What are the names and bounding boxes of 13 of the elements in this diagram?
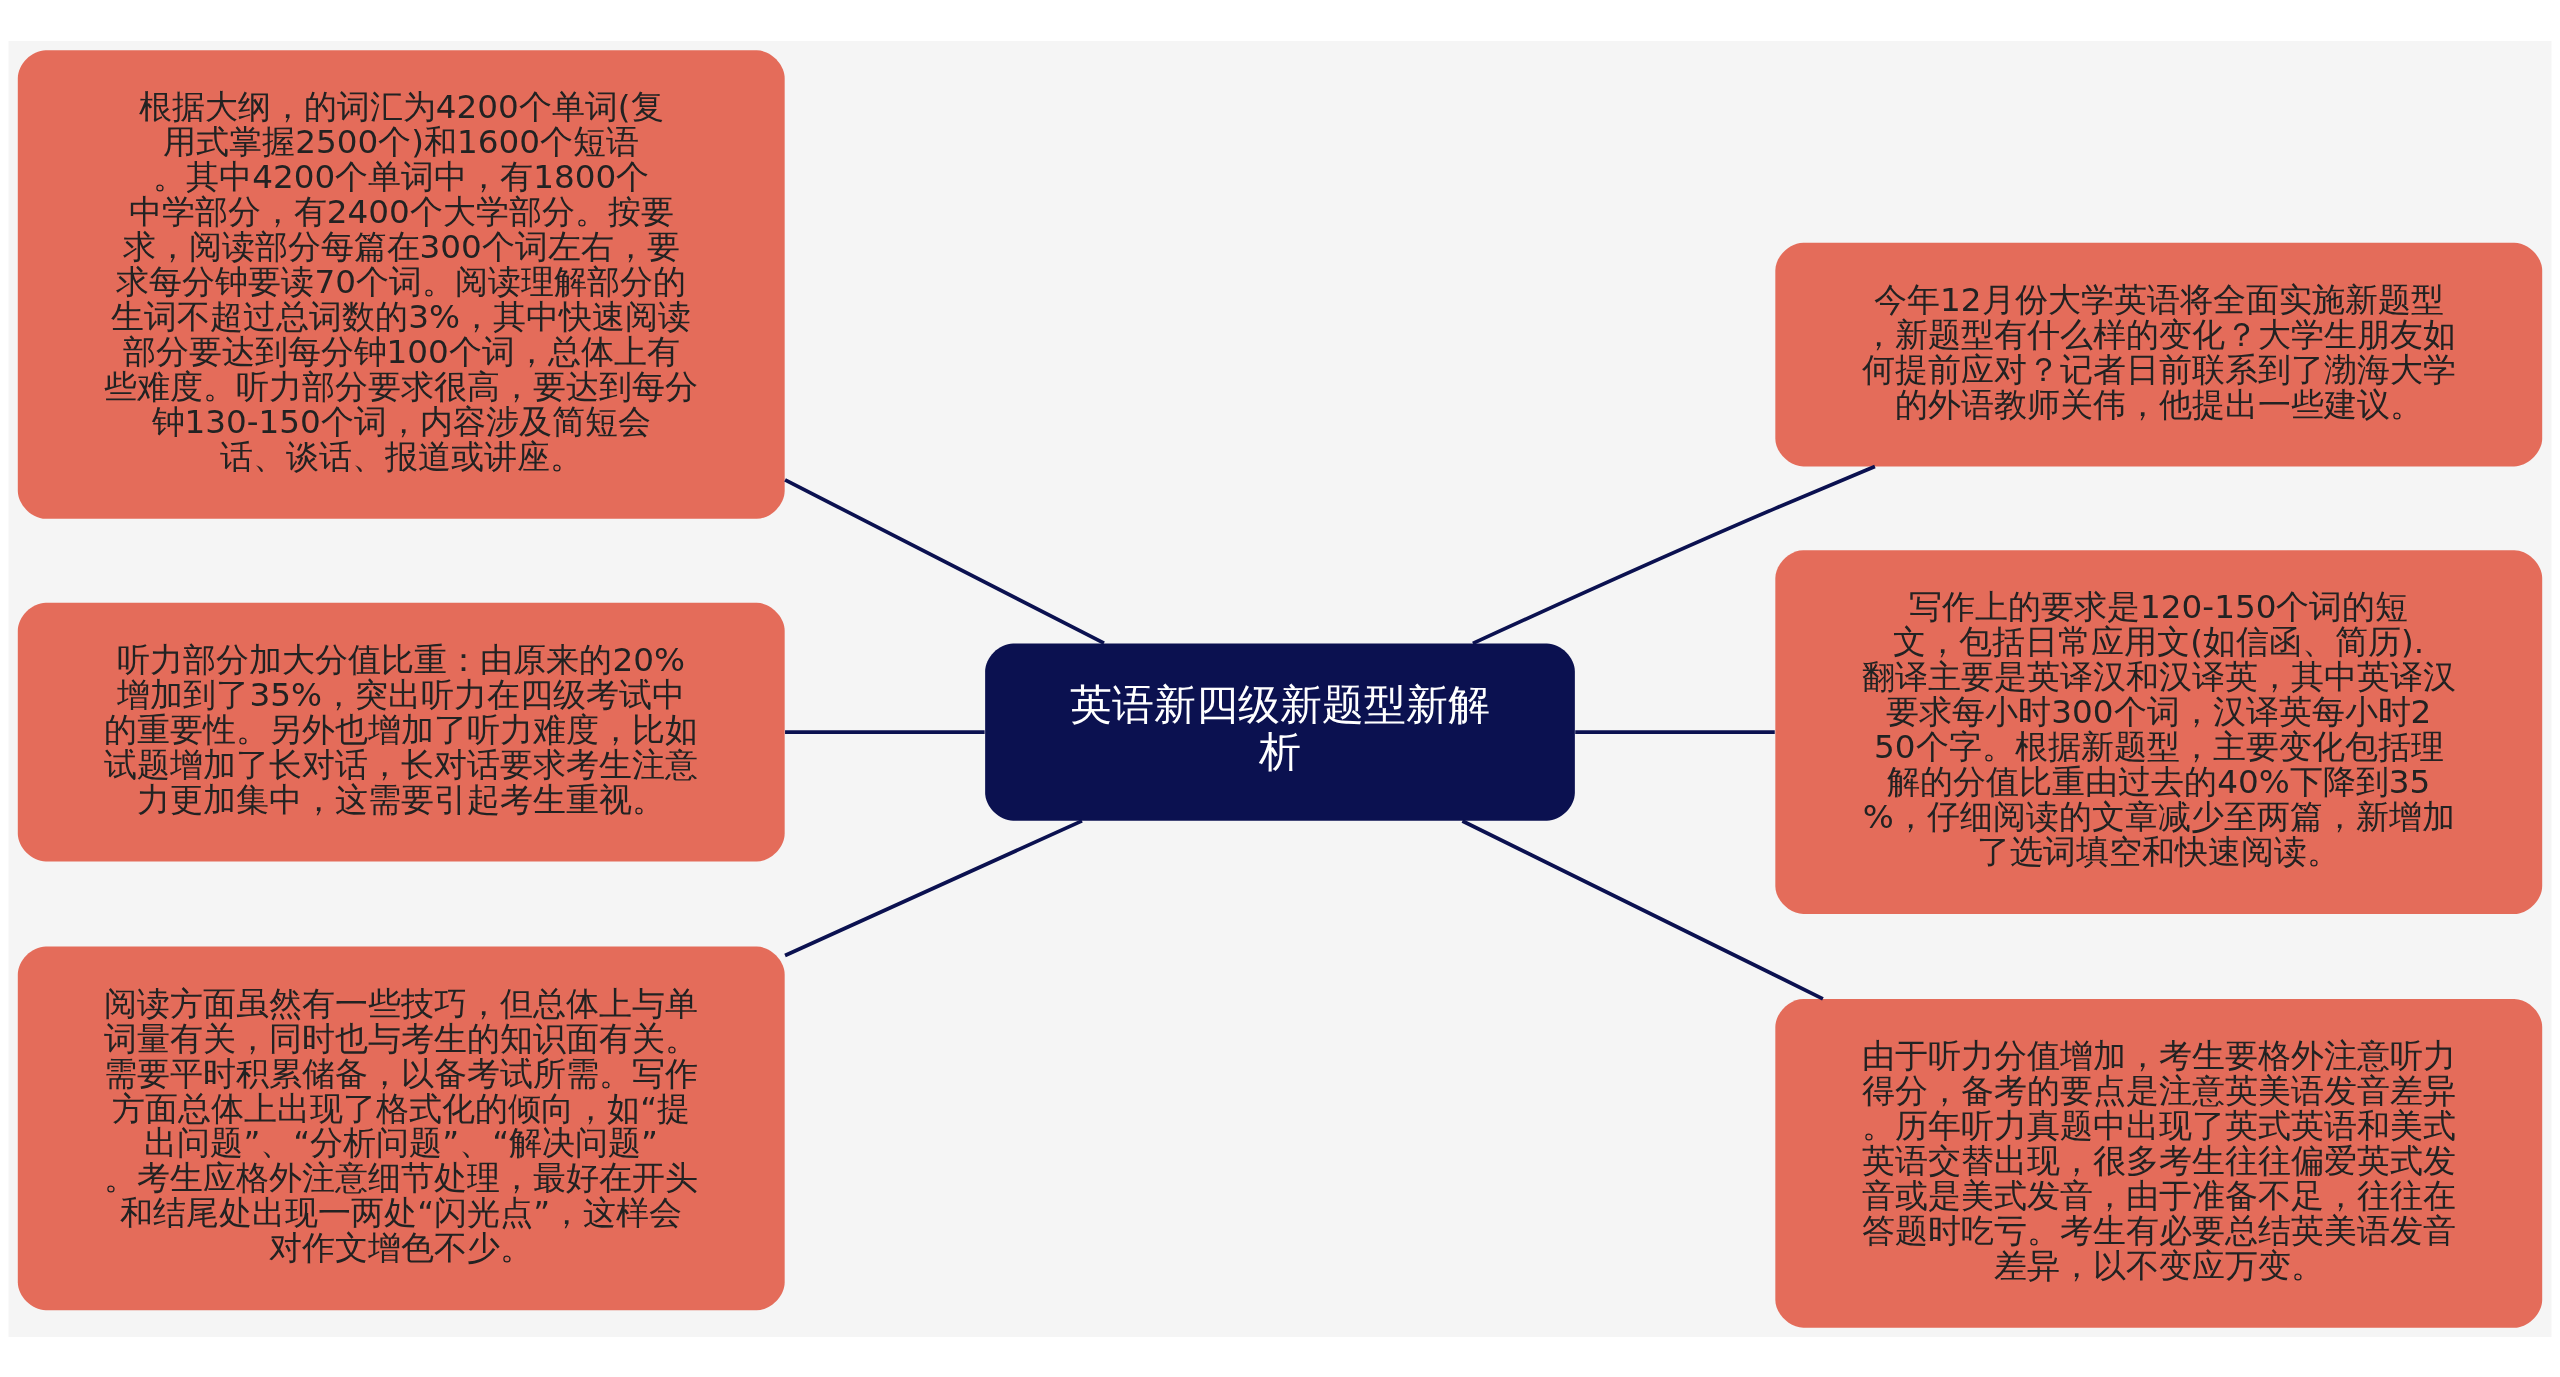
node-box: 由于听力分值增加，考生要格外注意听力得分，备考的要点是注意英美语发音差异。历年听力真题中出现了英式英语和美式英语交替出现，很多考生往往偏爱英式发音或是美式发音，由于准备不足，往往在答题时吃亏。考生有必要总结英美语发音差异，以不变应万变。 xyxy=(1775,998,2543,1328)
connector xyxy=(1575,729,1775,734)
connector xyxy=(1472,464,1876,645)
node-box: 英语新四级新题型新解析 xyxy=(985,643,1575,821)
node-box: 听力部分加大分值比重：由原来的20%增加到了35%，突出听力在四级考试中的重要性。另外也增加了听力难度，比如试题增加了长对话，长对话要求考生注意力更加集中，这需要引起考生重视。 xyxy=(17,602,785,861)
node-box: 阅读方面虽然有一些技巧，但总体上与单词量有关，同时也与考生的知识面有关。需要平时积累储备，以备考试所需。写作方面总体上出现了格式化的倾向，如“提出问题”、“分析问题”、“解决问题”。考生应格外注意细节处理，最好在开头和结尾处出现一两处“闪光点”，这样会对作文增色不少。 xyxy=(17,946,785,1310)
node-box: 根据大纲，的词汇为4200个单词(复用式掌握2500个)和1600个短语。其中4200个单词中，有1800个中学部分，有2400个大学部分。按要求，阅读部分每篇在300个词左右，要求每分钟要读70个词。阅读理解部分的生词不超过总词数的3%，其中快速阅读部分要达到每分钟100个词，总体上有些难度。听力部分要求很高，要达到每分钟130-150个词，内容涉及简短会话、谈话、报道或讲座。 xyxy=(17,49,785,519)
connector xyxy=(785,729,985,734)
connector xyxy=(784,477,1105,645)
connector xyxy=(1461,818,1824,1000)
node-box: 今年12月份大学英语将全面实施新题型，新题型有什么样的变化？大学生朋友如何提前应对？记者日前联系到了渤海大学的外语教师关伟，他提出一些建议。 xyxy=(1775,242,2543,466)
connector xyxy=(784,818,1083,957)
node-box: 写作上的要求是120-150个词的短文，包括日常应用文(如信函、简历).翻译主要是英译汉和汉译英，其中英译汉要求每小时300个词，汉译英每小时250个字。根据新题型，主要变化包括理解的分值比重由过去的40%下降到35%，仔细阅读的文章减少至两篇，新增加了选词填空和快速阅读。 xyxy=(1775,549,2543,914)
